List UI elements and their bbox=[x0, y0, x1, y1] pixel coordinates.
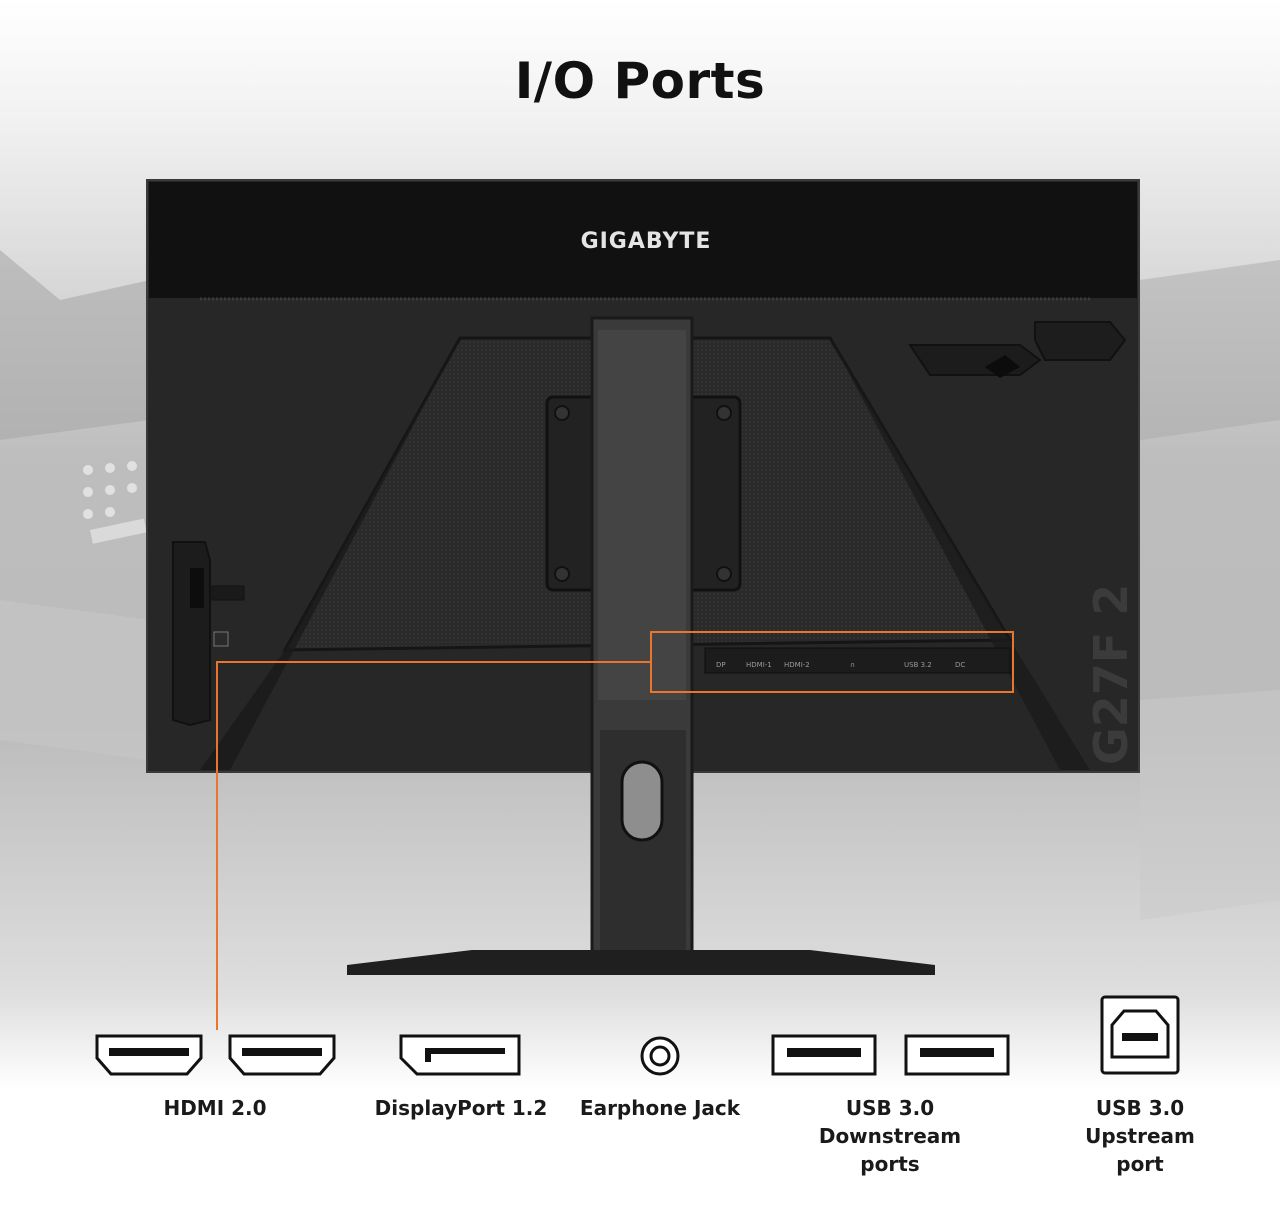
usb-b-icon bbox=[1100, 995, 1180, 1075]
model-label: G27F 2 bbox=[1084, 584, 1138, 765]
brand-logo: GIGABYTE bbox=[581, 229, 712, 254]
port-label-usb-downstream: USB 3.0 Downstream ports bbox=[818, 1096, 962, 1176]
hdmi-icon bbox=[228, 1034, 336, 1076]
port-label-displayport: DisplayPort 1.2 bbox=[374, 1096, 548, 1120]
strip-label: DP bbox=[716, 661, 726, 669]
callout-line bbox=[216, 661, 651, 1030]
port-label-earphone-jack: Earphone Jack bbox=[579, 1096, 741, 1120]
port-label-hdmi: HDMI 2.0 bbox=[163, 1096, 267, 1120]
monitor-top-band bbox=[149, 182, 1137, 298]
strip-label: HDMI-1 bbox=[746, 661, 772, 669]
port-label-usb-upstream: USB 3.0 Upstream port bbox=[1085, 1096, 1195, 1176]
stand-base bbox=[347, 950, 935, 975]
strip-label: HDMI-2 bbox=[784, 661, 810, 669]
hdmi-icon bbox=[95, 1034, 203, 1076]
strip-label: DC bbox=[955, 661, 965, 669]
strip-label: USB 3.2 bbox=[904, 661, 932, 669]
strip-label: ∩ bbox=[850, 661, 855, 669]
cable-hole bbox=[620, 760, 664, 842]
page-title: I/O Ports bbox=[514, 52, 766, 110]
usb-a-icon bbox=[771, 1034, 877, 1076]
usb-a-icon bbox=[904, 1034, 1010, 1076]
earphone-jack-icon bbox=[640, 1036, 680, 1076]
bracket-holes bbox=[83, 461, 137, 519]
displayport-icon bbox=[399, 1034, 521, 1076]
port-strip bbox=[704, 647, 1011, 674]
